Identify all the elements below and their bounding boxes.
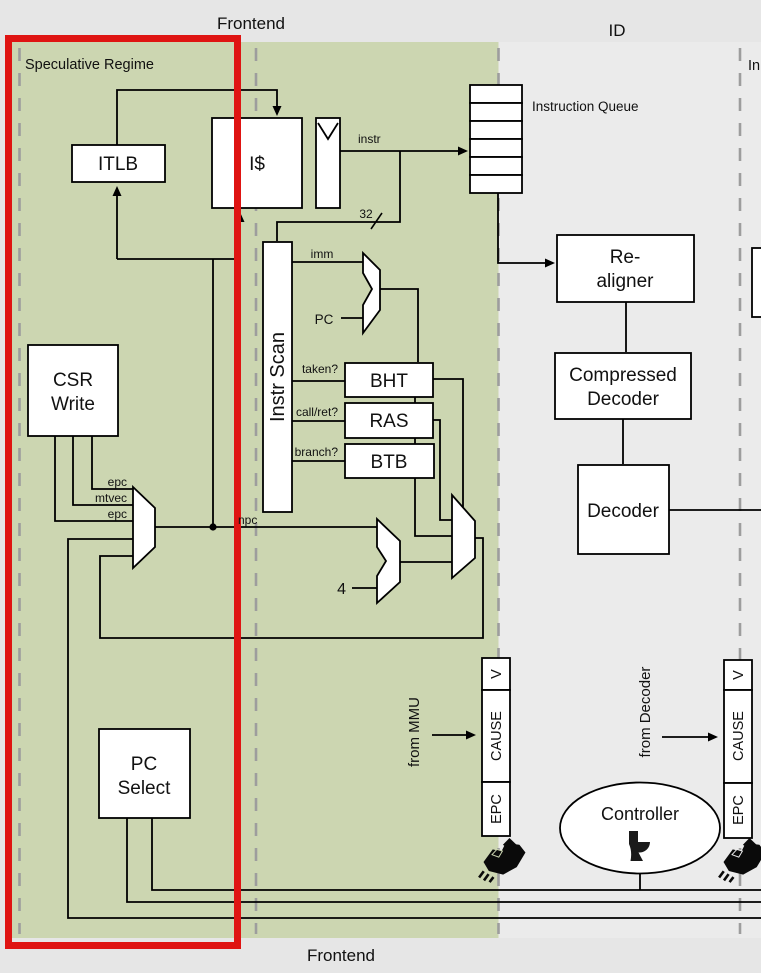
label-instr: instr [358,132,381,146]
speculative-regime-outline [5,35,241,949]
npc-junction-dot [209,523,217,531]
block-icache [211,117,303,209]
label-cause: CAUSE [489,711,505,761]
reg-v [723,659,753,691]
wire-queue-to-realigner [497,193,555,268]
label-npc: npc [238,513,257,527]
label-icache: I$ [249,154,265,175]
queue-cell [469,174,523,194]
label-branch: branch? [295,445,339,459]
instruction-queue [469,84,523,194]
block-fetch-buffer [315,117,341,209]
label-csr-write-l1: CSR [53,370,93,391]
adder-npc-plus-4 [376,516,401,606]
wire-bht-out [433,378,464,507]
label-callret: call/ret? [296,405,338,419]
wire-32bus-to-instr-scan [276,151,401,241]
wire-btb-out [414,478,452,537]
region-label-speculative: Speculative Regime [25,57,154,73]
mux-pc-source [132,484,156,571]
wire-addmux-to-bht [380,288,419,362]
label-mtvec: mtvec [95,491,127,505]
bus-width-slash [370,212,383,230]
queue-cell [469,102,523,122]
label-csr-write-l2: Write [51,394,95,415]
csr-stack-frontend [481,657,511,837]
label-pc: PC [315,312,334,327]
handshake-icon [478,837,526,883]
wire-pcselect-b [126,818,761,903]
label-bht: BHT [370,371,408,392]
label-pc-select-l1: PC [131,754,157,775]
block-partial-right [751,247,761,318]
label-instruction-queue: Instruction Queue [532,99,639,114]
block-compressed-decoder [554,352,692,420]
block-realigner [556,234,695,303]
label-itlb: ITLB [98,154,138,175]
wire-nextpc-loop [99,537,484,639]
block-itlb [71,144,166,183]
label-realigner-l2: aligner [596,271,654,292]
adder-pc-imm [362,250,381,336]
reg-epc [723,782,753,839]
label-epc: EPC [731,795,747,825]
queue-cell [469,120,523,140]
block-bht [344,362,434,398]
csr-stack-id [723,659,753,839]
label-pc-select-l2: Select [118,778,172,799]
label-taken: taken? [302,362,338,376]
wire-csr-mtvec [72,436,133,506]
wire-pcselect-a [151,818,761,891]
label-epc-a: epc [108,475,127,489]
label-controller: Controller [601,804,679,824]
stage-label-next-partial: In [748,58,760,74]
stage-label-frontend-top: Frontend [217,14,285,33]
block-btb [344,443,435,479]
label-cause: CAUSE [731,711,747,761]
chevron-valid-icon [317,122,339,141]
wire-csr-epc-b [54,436,133,522]
queue-cell [469,156,523,176]
reg-epc [481,781,511,837]
toilet-icon [629,831,651,861]
queue-cell [469,138,523,158]
label-bus-width-32: 32 [359,207,373,221]
label-v: V [731,670,747,680]
handshake-icon [718,837,761,883]
reg-cause [481,689,511,783]
label-v: V [489,669,505,679]
label-imm: imm [311,247,334,261]
block-decoder [577,464,670,555]
wire-backend-feedback [67,538,761,919]
label-decoder: Decoder [587,501,659,522]
label-compressed-l2: Decoder [587,389,659,410]
block-pc-select [98,728,191,819]
label-epc: EPC [489,794,505,824]
wire-csr-epc-a [91,436,133,490]
label-from-mmu: from MMU [406,697,423,767]
label-instr-scan: Instr Scan [267,332,289,422]
stage-label-id: ID [609,21,626,40]
queue-cell [469,84,523,104]
stage-label-frontend-bottom: Frontend [307,946,375,965]
label-btb: BTB [371,452,408,473]
mux-next-pc [451,492,476,580]
wire-ras-out [433,419,452,521]
label-realigner-l1: Re- [610,247,641,268]
label-ras: RAS [369,411,408,432]
label-const-4: 4 [337,581,346,598]
label-compressed-l1: Compressed [569,365,677,386]
block-controller [559,781,721,875]
block-csr-write [27,344,119,437]
label-epc-b: epc [108,507,127,521]
label-from-decoder: from Decoder [637,667,654,758]
wire-itlb-to-icache-top [116,89,282,145]
block-ras [344,402,434,439]
block-instr-scan [262,241,293,513]
